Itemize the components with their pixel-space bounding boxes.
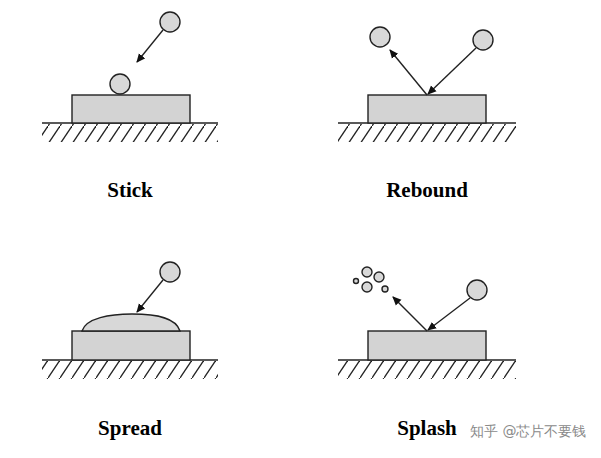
panel-stick — [42, 12, 218, 142]
caption-label: Splash — [397, 416, 457, 441]
caption-label: Rebound — [386, 178, 468, 203]
watermark: 知乎 @芯片不要钱 — [470, 423, 586, 441]
caption-label: Stick — [107, 178, 153, 203]
panel-spread — [42, 262, 218, 379]
panel-rebound — [338, 27, 516, 142]
caption-label: Spread — [98, 416, 162, 441]
panel-splash — [338, 267, 516, 379]
